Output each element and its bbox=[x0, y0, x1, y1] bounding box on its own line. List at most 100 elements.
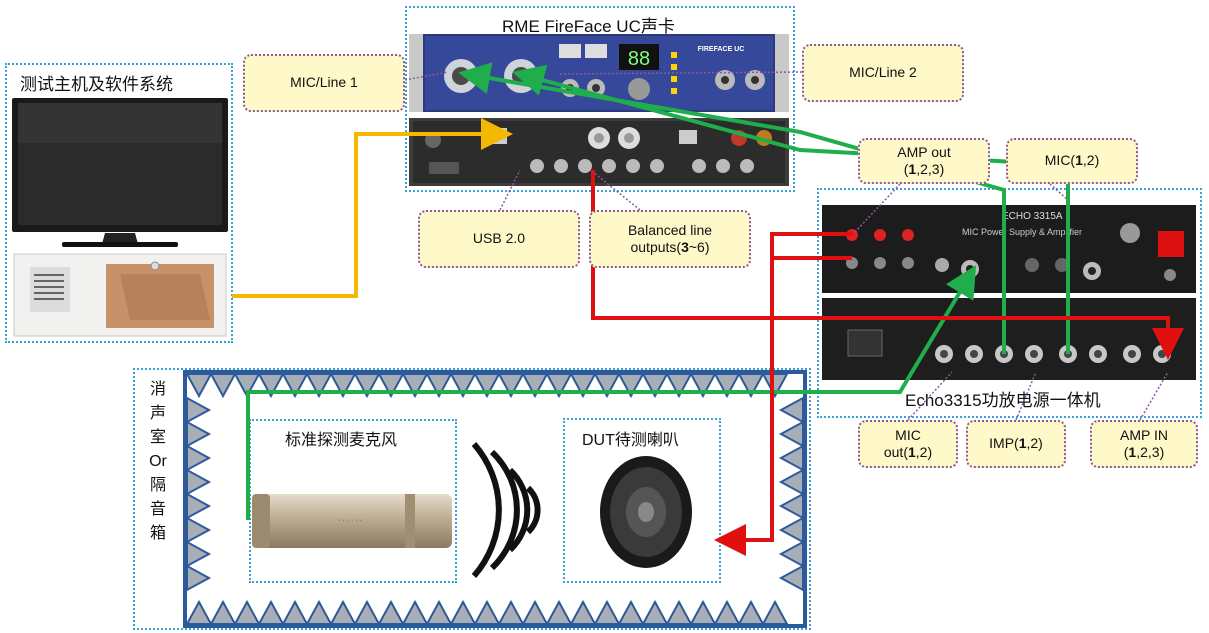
chamber-wedge bbox=[778, 516, 804, 544]
svg-text:· · · · · ·: · · · · · · bbox=[338, 517, 362, 524]
amplifier-panel-subtitle: MIC Power Supply & Amplifier bbox=[962, 227, 1082, 237]
chamber-wedge bbox=[377, 599, 405, 625]
chamber-wedge bbox=[778, 420, 804, 448]
chamber-wedge bbox=[186, 444, 212, 472]
chamber-wedge bbox=[665, 373, 693, 399]
chamber-wedge bbox=[185, 599, 213, 625]
chamber-wedge bbox=[186, 468, 212, 496]
chamber-wedge bbox=[209, 373, 237, 399]
amplifier-panel-model: ECHO 3315A bbox=[1002, 211, 1063, 222]
chamber-wedge bbox=[353, 599, 381, 625]
host-system-box bbox=[5, 63, 233, 343]
chamber-wedge bbox=[545, 599, 573, 625]
chamber-wedge bbox=[737, 373, 765, 399]
anechoic-chamber-walls bbox=[183, 370, 807, 628]
chamber-title-char-7: 箱 bbox=[149, 525, 166, 542]
chamber-wedge bbox=[737, 599, 765, 625]
callout-amp-in: AMP IN (1,2,3) bbox=[1090, 420, 1198, 468]
callout-usb: USB 2.0 bbox=[418, 210, 580, 268]
chamber-title-char-2: 声 bbox=[149, 405, 166, 422]
chamber-wedge bbox=[641, 373, 669, 399]
chamber-wedge bbox=[778, 468, 804, 496]
amplifier-box bbox=[817, 188, 1202, 418]
callout-balanced-line-outputs: Balanced line outputs(3~6) bbox=[589, 210, 751, 268]
chamber-wedge bbox=[401, 373, 429, 399]
chamber-box bbox=[133, 368, 811, 630]
chamber-wedge bbox=[521, 373, 549, 399]
chamber-wedge bbox=[305, 373, 333, 399]
chamber-wedge bbox=[186, 564, 212, 592]
chamber-wedge bbox=[473, 599, 501, 625]
chamber-wedge bbox=[353, 373, 381, 399]
usb-cable bbox=[232, 118, 513, 298]
chamber-wedge bbox=[281, 373, 309, 399]
chamber-wedge bbox=[778, 492, 804, 520]
callout-mic-line-2: MIC/Line 2 bbox=[802, 44, 964, 102]
chamber-wedge bbox=[449, 599, 477, 625]
chamber-wedge bbox=[209, 599, 237, 625]
chamber-wedge bbox=[778, 444, 804, 472]
chamber-wedge bbox=[761, 373, 789, 399]
sound-card-front-label: FIREFACE UC bbox=[698, 46, 745, 53]
chamber-wedge bbox=[778, 396, 804, 424]
chamber-wedge bbox=[186, 492, 212, 520]
chamber-wedge bbox=[401, 599, 429, 625]
chamber-wedge bbox=[305, 599, 333, 625]
chamber-wedge bbox=[257, 373, 285, 399]
chamber-wedge bbox=[185, 373, 213, 399]
amplifier-title: Echo3315功放电源一体机 bbox=[905, 391, 1101, 410]
chamber-wedge bbox=[233, 373, 261, 399]
host-system-title: 测试主机及软件系统 bbox=[20, 75, 173, 94]
speaker-box bbox=[563, 418, 721, 583]
chamber-title: 消 声 室 Or 隔 音 箱 bbox=[140, 378, 176, 546]
speaker-title: DUT待测喇叭 bbox=[582, 432, 679, 449]
chamber-wedge bbox=[689, 599, 717, 625]
chamber-wedge bbox=[778, 564, 804, 592]
chamber-wedge bbox=[593, 599, 621, 625]
chamber-wedge bbox=[425, 599, 453, 625]
chamber-wedge bbox=[497, 373, 525, 399]
chamber-wedge bbox=[233, 599, 261, 625]
sound-card-display: 88 bbox=[628, 48, 650, 70]
chamber-wedge bbox=[425, 373, 453, 399]
chamber-wedge bbox=[569, 599, 597, 625]
chamber-wedge bbox=[473, 373, 501, 399]
chamber-wedge bbox=[281, 599, 309, 625]
callout-imp: IMP(1,2) bbox=[966, 420, 1066, 468]
chamber-wedge bbox=[186, 396, 212, 424]
reference-microphone-image: · · · · · · bbox=[252, 494, 452, 548]
dut-speaker-image bbox=[600, 456, 692, 568]
chamber-wedge bbox=[713, 599, 741, 625]
sound-card-title: RME FireFace UC声卡 bbox=[502, 17, 675, 36]
chamber-wedge bbox=[569, 373, 597, 399]
callout-mic-line-1: MIC/Line 1 bbox=[243, 54, 405, 112]
sound-wave-icon bbox=[471, 442, 541, 578]
red-cable-amp-out bbox=[714, 232, 852, 556]
chamber-wedge bbox=[377, 373, 405, 399]
chamber-wedge bbox=[761, 599, 789, 625]
chamber-wedge bbox=[641, 599, 669, 625]
chamber-title-char-1: 消 bbox=[149, 381, 166, 398]
chamber-wedge bbox=[257, 599, 285, 625]
callout-mic-out: MIC out(1,2) bbox=[858, 420, 958, 468]
chamber-wedge bbox=[617, 599, 645, 625]
chamber-title-char-6: 音 bbox=[149, 501, 166, 518]
chamber-wedge bbox=[593, 373, 621, 399]
chamber-wedge bbox=[186, 420, 212, 448]
callout-amp-out: AMP out (1,2,3) bbox=[858, 138, 990, 184]
chamber-wedge bbox=[329, 599, 357, 625]
chamber-title-char-3: 室 bbox=[149, 429, 166, 446]
microphone-title: 标准探测麦克风 bbox=[285, 432, 398, 449]
chamber-title-char-4: Or bbox=[149, 453, 167, 470]
chamber-wedge bbox=[665, 599, 693, 625]
chamber-title-char-5: 隔 bbox=[149, 477, 166, 494]
chamber-wedge bbox=[545, 373, 573, 399]
chamber-wedge bbox=[713, 373, 741, 399]
green-cable-microphone bbox=[246, 265, 977, 520]
chamber-wedge bbox=[617, 373, 645, 399]
monitor-image bbox=[12, 98, 228, 337]
chamber-wedge bbox=[329, 373, 357, 399]
chamber-wedge bbox=[497, 599, 525, 625]
chamber-wedge bbox=[186, 540, 212, 568]
